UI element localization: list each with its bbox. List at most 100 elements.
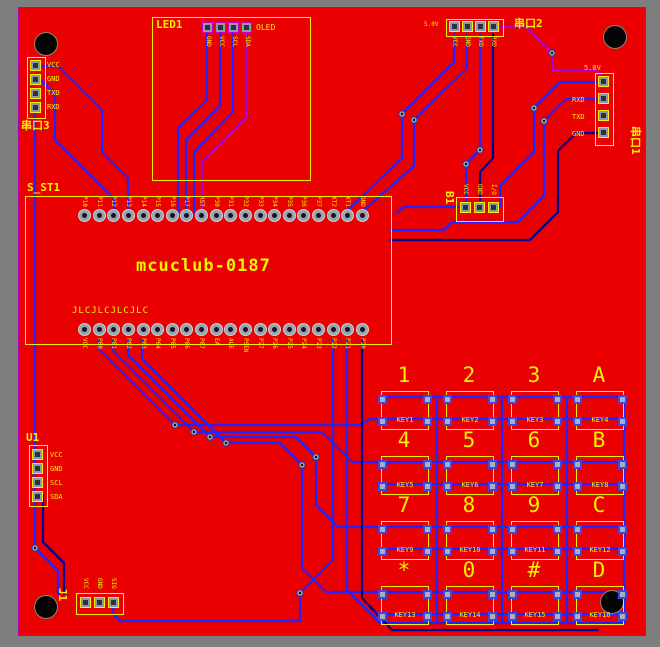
header-pad[interactable]: [297, 209, 310, 222]
serial3-pad[interactable]: [30, 88, 41, 99]
mounting-hole[interactable]: [604, 26, 626, 48]
header-pad[interactable]: [151, 209, 164, 222]
copper-trace[interactable]: [200, 30, 248, 214]
header-pad[interactable]: [93, 323, 106, 336]
copper-trace[interactable]: [493, 80, 606, 209]
oled-pad[interactable]: [228, 22, 239, 33]
header-pad[interactable]: [166, 323, 179, 336]
u1-pad[interactable]: [32, 491, 43, 502]
key-pad[interactable]: [378, 612, 387, 621]
copper-trace[interactable]: [140, 338, 380, 594]
key-pad[interactable]: [573, 460, 582, 469]
copper-trace[interactable]: [192, 30, 235, 214]
key-pad[interactable]: [378, 590, 387, 599]
copper-trace[interactable]: [464, 32, 482, 202]
key-pad[interactable]: [508, 590, 517, 599]
buzzer-pad[interactable]: [488, 202, 499, 213]
header-pad[interactable]: [254, 209, 267, 222]
j1-pad[interactable]: [108, 597, 119, 608]
key-pad[interactable]: [553, 525, 562, 534]
key-pad[interactable]: [618, 525, 627, 534]
key-switch[interactable]: KEY15: [508, 586, 562, 625]
header-pad[interactable]: [327, 323, 340, 336]
key-switch[interactable]: KEY8: [573, 456, 627, 495]
header-pad[interactable]: [268, 323, 281, 336]
copper-trace[interactable]: [33, 106, 60, 596]
header-pad[interactable]: [297, 323, 310, 336]
header-pad[interactable]: [224, 323, 237, 336]
key-pad[interactable]: [488, 612, 497, 621]
key-pad[interactable]: [443, 590, 452, 599]
key-switch[interactable]: KEY16: [573, 586, 627, 625]
key-switch[interactable]: KEY12: [573, 521, 627, 560]
key-pad[interactable]: [488, 460, 497, 469]
header-pad[interactable]: [93, 209, 106, 222]
copper-trace[interactable]: [184, 30, 222, 214]
mounting-hole[interactable]: [35, 596, 57, 618]
key-pad[interactable]: [443, 525, 452, 534]
serial2-pad[interactable]: [475, 21, 486, 32]
key-pad[interactable]: [378, 417, 387, 426]
header-pad[interactable]: [195, 323, 208, 336]
buzzer-outline[interactable]: [456, 197, 504, 222]
copper-trace[interactable]: [41, 493, 66, 596]
header-pad[interactable]: [239, 323, 252, 336]
buzzer-pad[interactable]: [460, 202, 471, 213]
copper-trace[interactable]: [489, 25, 606, 80]
header-pad[interactable]: [166, 209, 179, 222]
header-pad[interactable]: [137, 209, 150, 222]
key-pad[interactable]: [423, 482, 432, 491]
key-pad[interactable]: [423, 590, 432, 599]
serial2-pad[interactable]: [462, 21, 473, 32]
copper-trace[interactable]: [395, 205, 465, 214]
header-pad[interactable]: [210, 209, 223, 222]
oled-pad[interactable]: [202, 22, 213, 33]
key-pad[interactable]: [573, 417, 582, 426]
copper-trace[interactable]: [389, 131, 606, 242]
copper-trace[interactable]: [126, 338, 380, 529]
key-pad[interactable]: [573, 590, 582, 599]
key-switch[interactable]: KEY2: [443, 391, 497, 430]
serial1-pad[interactable]: [598, 76, 609, 87]
serial1-connector-outline[interactable]: [595, 73, 614, 146]
key-pad[interactable]: [553, 395, 562, 404]
key-pad[interactable]: [573, 547, 582, 556]
key-pad[interactable]: [553, 482, 562, 491]
copper-trace[interactable]: [176, 30, 209, 214]
key-pad[interactable]: [618, 547, 627, 556]
key-pad[interactable]: [618, 417, 627, 426]
key-pad[interactable]: [378, 547, 387, 556]
key-pad[interactable]: [378, 482, 387, 491]
header-pad[interactable]: [239, 209, 252, 222]
key-pad[interactable]: [378, 395, 387, 404]
key-pad[interactable]: [443, 612, 452, 621]
key-pad[interactable]: [488, 525, 497, 534]
header-pad[interactable]: [312, 209, 325, 222]
key-switch[interactable]: KEY1: [378, 391, 432, 430]
mounting-hole[interactable]: [601, 591, 623, 613]
key-pad[interactable]: [423, 395, 432, 404]
copper-trace[interactable]: [39, 64, 130, 212]
header-pad[interactable]: [137, 323, 150, 336]
key-pad[interactable]: [553, 547, 562, 556]
copper-trace[interactable]: [346, 32, 456, 212]
key-pad[interactable]: [488, 417, 497, 426]
key-pad[interactable]: [508, 525, 517, 534]
copper-trace[interactable]: [111, 338, 380, 464]
copper-trace[interactable]: [39, 78, 116, 212]
key-pad[interactable]: [488, 590, 497, 599]
copper-trace[interactable]: [478, 32, 495, 202]
key-pad[interactable]: [443, 547, 452, 556]
copper-trace[interactable]: [111, 338, 335, 623]
header-pad[interactable]: [122, 209, 135, 222]
key-switch[interactable]: KEY7: [508, 456, 562, 495]
key-pad[interactable]: [553, 612, 562, 621]
header-pad[interactable]: [283, 323, 296, 336]
key-pad[interactable]: [488, 547, 497, 556]
key-pad[interactable]: [573, 612, 582, 621]
header-pad[interactable]: [180, 323, 193, 336]
u1-pad[interactable]: [32, 463, 43, 474]
header-pad[interactable]: [341, 209, 354, 222]
